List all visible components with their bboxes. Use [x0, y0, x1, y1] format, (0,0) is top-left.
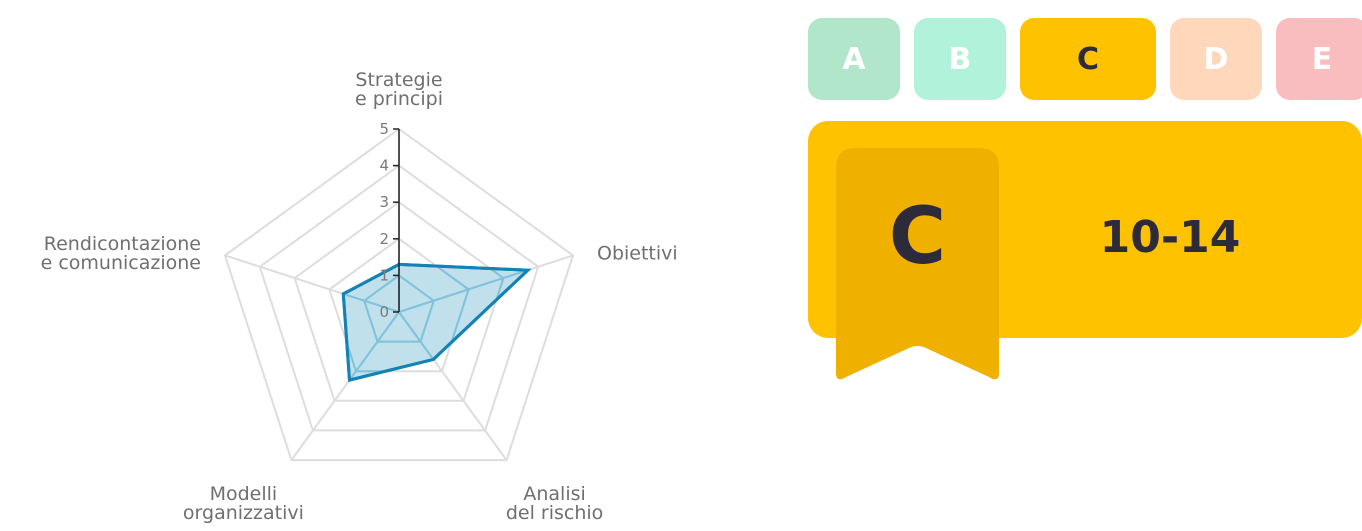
grade-ribbon-icon [836, 148, 999, 380]
radar-inner-spoke-4 [343, 264, 400, 313]
radar-series-outline [341, 262, 532, 382]
grade-tile-e: E [1276, 18, 1362, 100]
radar-axis-label-line: Obiettivi [597, 242, 678, 264]
radar-inner-spoke-3 [343, 311, 400, 381]
radar-inner-spoke-1 [398, 264, 528, 313]
radar-axis-label-1: Obiettivi [597, 242, 678, 264]
grade-tile-d: D [1170, 18, 1262, 100]
radar-tick-label-4: 4 [379, 157, 389, 175]
grade-tile-a: A [808, 18, 900, 100]
radar-axis-label-line: Analisi [523, 483, 585, 505]
radar-tick-label-0: 0 [379, 303, 389, 321]
radar-tick-label-3: 3 [379, 193, 389, 211]
radar-axis-label-line: Rendicontazione [44, 233, 201, 255]
radar-grid-ring-4 [258, 164, 540, 432]
grade-tile-c: C [1020, 18, 1156, 100]
radar-axis-label-line: Modelli [210, 483, 278, 505]
radar-tick-label-2: 2 [379, 230, 389, 248]
radar-grid-ring-3 [293, 200, 505, 402]
radar-inner-ring-1 [363, 274, 435, 343]
radar-axis-label-line: del rischio [506, 502, 603, 524]
radar-value-axis: 0 1 2 3 4 5 [379, 120, 400, 321]
radar-axis-label-line: organizzativi [183, 502, 304, 524]
radar-axis-label-line: e principi [355, 88, 443, 110]
radar-inner-spoke-2 [398, 311, 508, 381]
grade-tile-b: B [914, 18, 1006, 100]
radar-axis-label-line: e comunicazione [41, 252, 201, 274]
radar-axis-label-line: Strategie [355, 69, 442, 91]
radar-tick-label-1: 1 [379, 266, 389, 284]
result-grade-letter: C [888, 192, 947, 282]
radar-tick-label-5: 5 [379, 120, 389, 138]
result-score-range: 10-14 [1099, 212, 1241, 263]
radar-grid-ring-5 [223, 127, 575, 462]
